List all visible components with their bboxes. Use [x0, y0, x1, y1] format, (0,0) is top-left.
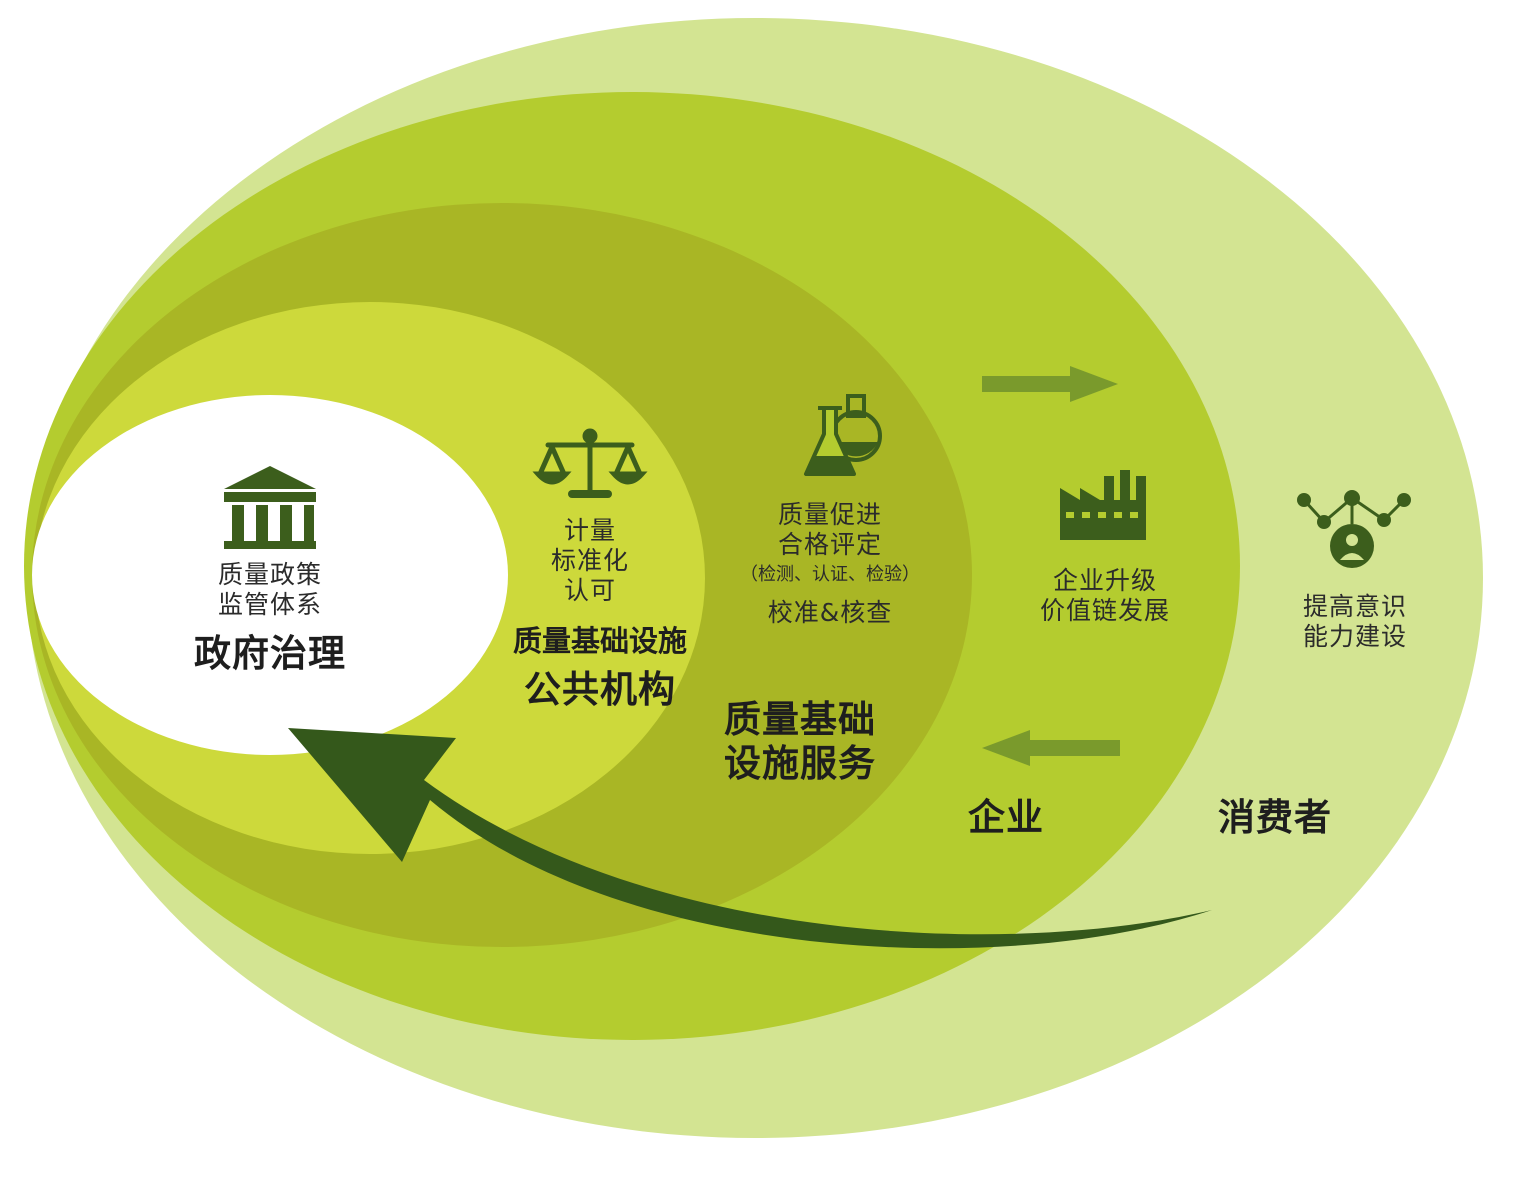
- enterprise-title: 企业: [968, 796, 1044, 839]
- factory-icon: [1060, 470, 1146, 540]
- balance-scale-icon: [532, 428, 648, 498]
- conformity-assessment-label: 合格评定: [777, 530, 882, 559]
- service-title-block: 质量基础 设施服务: [700, 698, 900, 787]
- public-title-line1: 质量基础设施: [512, 624, 687, 658]
- accreditation-label: 认可: [563, 576, 616, 605]
- government-building-icon: [224, 466, 316, 549]
- service-title-line2: 设施服务: [724, 742, 876, 786]
- service-items-block: 质量促进 合格评定: [730, 500, 930, 560]
- standardization-label: 标准化: [550, 546, 629, 575]
- consumer-title: 消费者: [1218, 796, 1332, 839]
- curved-feedback-arrow-icon: [288, 728, 1212, 949]
- people-network-icon: [1297, 490, 1411, 568]
- consumer-text-block: 提高意识 能力建设: [1280, 592, 1430, 652]
- quality-promotion-label: 质量促进: [777, 500, 882, 529]
- government-core-ellipse: [32, 395, 508, 755]
- public-title-line2: 公共机构: [524, 668, 676, 711]
- government-policy-label: 质量政策: [217, 560, 322, 589]
- metrology-label: 计量: [563, 516, 616, 545]
- awareness-label: 提高意识: [1302, 592, 1407, 621]
- government-text-block: 质量政策 监管体系: [170, 560, 370, 620]
- enterprise-upgrade-label: 企业升级: [1052, 566, 1157, 595]
- value-chain-label: 价值链发展: [1039, 596, 1170, 625]
- testing-certification-label: （检测、认证、检验）: [740, 564, 920, 585]
- capacity-building-label: 能力建设: [1302, 622, 1407, 651]
- calibration-label: 校准&核查: [767, 598, 893, 627]
- lab-flask-icon: [804, 394, 882, 476]
- enterprise-text-block: 企业升级 价值链发展: [1020, 566, 1190, 626]
- government-supervision-label: 监管体系: [217, 590, 322, 619]
- arrow-right-icon: [982, 366, 1118, 402]
- public-items-block: 计量 标准化 认可: [520, 516, 660, 606]
- arrow-left-icon: [982, 730, 1120, 766]
- government-title: 政府治理: [194, 632, 346, 675]
- service-title-line1: 质量基础: [724, 698, 876, 741]
